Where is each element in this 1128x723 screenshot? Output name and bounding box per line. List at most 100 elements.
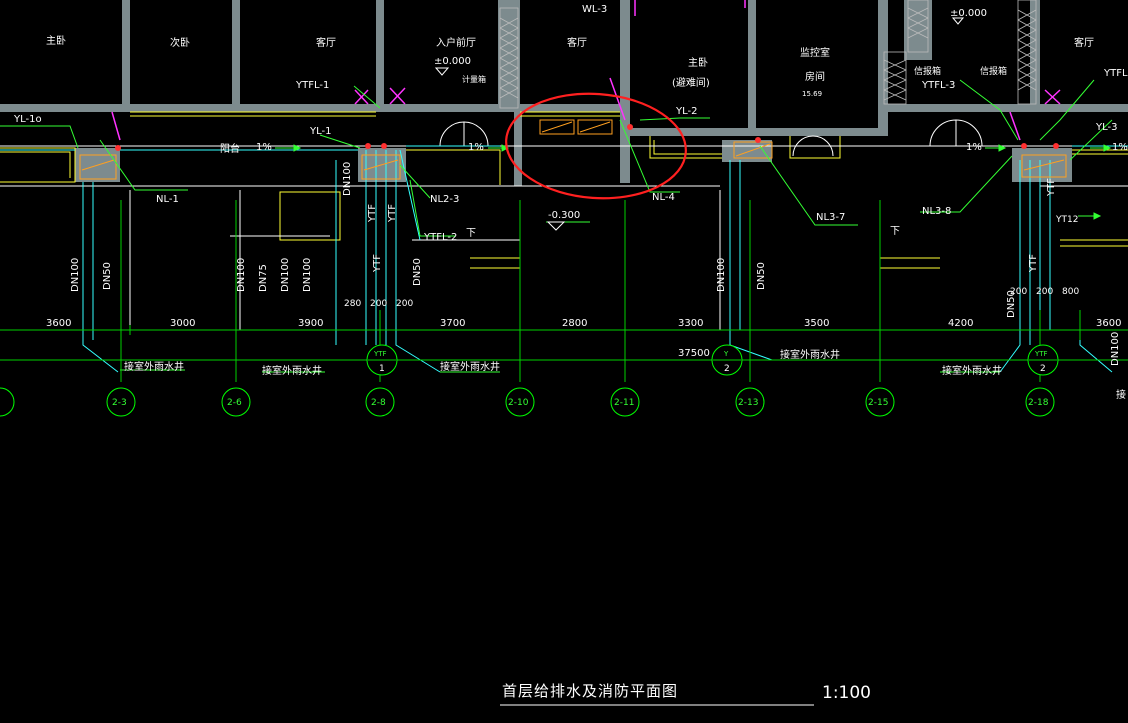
drawing-title: 首层给排水及消防平面图 (502, 682, 678, 700)
dim-3600a: 3600 (46, 318, 71, 329)
dn100-f: DN100 (716, 258, 727, 292)
shaft-hatch (499, 0, 1037, 109)
dim-200d: 200 (1036, 287, 1053, 297)
rain-well-c: 接室外雨水井 (440, 360, 500, 373)
room-living-2: 客厅 (567, 36, 587, 49)
dn100-a: DN100 (70, 258, 81, 292)
riser-3-top: YTF (1034, 350, 1048, 358)
dim-200c: 200 (1010, 287, 1027, 297)
piping (0, 145, 1128, 373)
building-walls (0, 0, 1128, 186)
axis-2-15: 2-15 (868, 398, 888, 408)
room-refuge: (避难间) (672, 76, 710, 89)
room-master-bedroom-2: 主卧 (688, 56, 708, 69)
ytf-d: YTF (1028, 254, 1039, 273)
leader-lines (0, 79, 1113, 373)
review-markup-circle (505, 92, 687, 200)
tag-nl37: NL3-7 (816, 212, 845, 223)
ytf-a: YTF (367, 204, 378, 223)
drawing-scale: 1:100 (822, 683, 871, 703)
dim-800: 800 (1062, 287, 1079, 297)
room-balcony: 阳台 (220, 142, 240, 155)
dn100-d: DN100 (302, 258, 313, 292)
tag-ytfl-top-right: YTFL (1103, 68, 1128, 79)
fixture-boxes (79, 119, 1067, 180)
axis-labels: 2-3 2-6 2-8 2-10 2-11 2-13 2-15 2-18 (112, 398, 1049, 408)
door-swings (439, 119, 983, 157)
dn50-c: DN50 (756, 262, 767, 290)
label-info-box-a: 信报箱 (914, 65, 941, 77)
label-elev-top: ±0.000 (950, 8, 987, 19)
axis-2-8: 2-8 (371, 398, 386, 408)
dim-280: 280 (344, 299, 361, 309)
dim-3300: 3300 (678, 318, 703, 329)
dim-3700: 3700 (440, 318, 465, 329)
tag-yl1o: YL-1o (13, 114, 42, 125)
structural-lines (0, 145, 1128, 330)
down-1: 下 (466, 228, 476, 239)
riser-1-top: YTF (373, 350, 387, 358)
slope-3: 1% (966, 142, 982, 153)
dim-3900: 3900 (298, 318, 323, 329)
balcony-outlines (0, 111, 1128, 269)
room-second-bedroom: 次卧 (170, 36, 190, 49)
ytf-e: YTF (1046, 178, 1057, 197)
tag-nl38: NL3-8 (922, 206, 951, 217)
dn100-e: DN100 (342, 162, 353, 196)
dim-3500: 3500 (804, 318, 829, 329)
dn100-g: DN100 (1110, 332, 1121, 366)
tag-yt12: YT12 (1055, 215, 1078, 225)
dim-4200: 4200 (948, 318, 973, 329)
label-elev-foyer: ±0.000 (434, 56, 471, 67)
ytf-b: YTF (387, 204, 398, 223)
ytf-c: YTF (372, 254, 383, 273)
riser-2-top: Y (723, 350, 729, 358)
label-wl3: WL-3 (582, 4, 607, 15)
pipe-dots (115, 124, 1059, 151)
slope-2: 1% (468, 142, 484, 153)
dimension-texts: 3600 3000 3900 280 200 200 3700 2800 330… (46, 287, 1121, 359)
tag-nl4: NL-4 (652, 192, 675, 203)
axis-2-10: 2-10 (508, 398, 529, 408)
elevation-marks (434, 17, 965, 231)
dn100-c: DN100 (280, 258, 291, 292)
riser-2-num: 2 (724, 364, 730, 374)
tag-nl1: NL-1 (156, 194, 179, 205)
dim-3600b: 3600 (1096, 318, 1121, 329)
dim-total: 37500 (678, 348, 710, 359)
label-meter-box: 计量箱 (462, 74, 486, 84)
dim-200a: 200 (370, 299, 387, 309)
dn75: DN75 (258, 264, 269, 292)
dim-3000: 3000 (170, 318, 195, 329)
valve-symbols (111, 0, 1061, 141)
dn50-b: DN50 (412, 258, 423, 286)
axis-2-13: 2-13 (738, 398, 758, 408)
room-living-3: 客厅 (1074, 36, 1094, 49)
slope-4: 1% (1112, 142, 1128, 153)
label-info-box-b: 信报箱 (980, 65, 1007, 77)
room-master-bedroom: 主卧 (46, 34, 66, 47)
rain-well-a: 接室外雨水井 (124, 360, 184, 373)
riser-1-num: 1 (379, 364, 385, 374)
dn50-d: DN50 (1006, 290, 1017, 318)
tag-ytfl1: YTFL-1 (295, 80, 329, 91)
room-foyer: 入户前厅 (436, 36, 476, 49)
axis-2-6: 2-6 (227, 398, 242, 408)
tag-nl23: NL2-3 (430, 194, 459, 205)
axis-2-18: 2-18 (1028, 398, 1049, 408)
tag-elev-low: -0.300 (548, 210, 580, 221)
tag-yl2: YL-2 (675, 106, 697, 117)
slope-1: 1% (256, 142, 272, 153)
rain-well-e: 接室外雨水井 (942, 364, 1002, 377)
tag-yl3: YL-3 (1095, 122, 1117, 133)
axis-2-11: 2-11 (614, 398, 634, 408)
room-monitor: 监控室 (800, 46, 830, 59)
room-living: 客厅 (316, 36, 336, 49)
dimension-lines (0, 200, 1128, 382)
down-2: 下 (890, 226, 900, 237)
dn50-a: DN50 (102, 262, 113, 290)
dim-2800: 2800 (562, 318, 587, 329)
slope-arrows (275, 144, 1112, 220)
rain-well-notes: 接室外雨水井 接室外雨水井 接室外雨水井 接室外雨水井 接室外雨水井 接 (124, 348, 1126, 401)
